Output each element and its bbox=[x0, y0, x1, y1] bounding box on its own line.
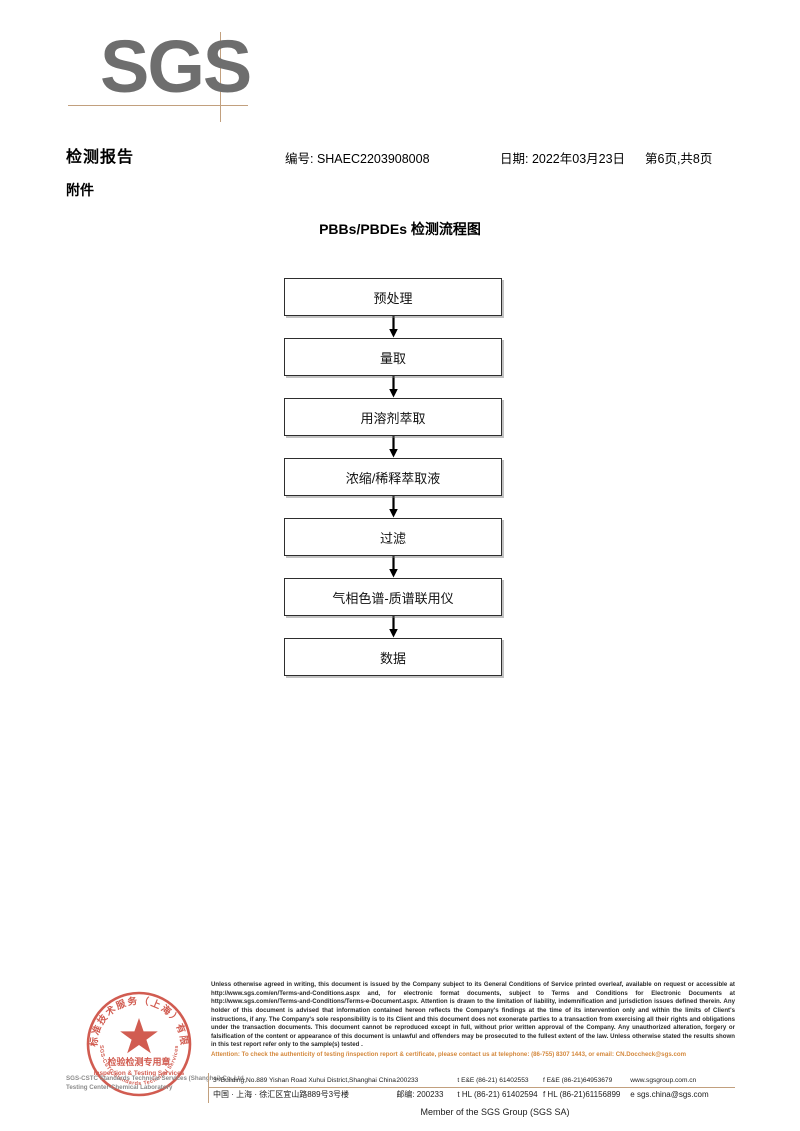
email-address[interactable]: e sgs.china@sgs.com bbox=[630, 1089, 709, 1099]
sgs-logo: SGS bbox=[68, 30, 280, 124]
address-divider-horizontal bbox=[208, 1087, 735, 1088]
flow-node: 数据 bbox=[284, 638, 502, 676]
logo-horizontal-rule bbox=[68, 105, 248, 106]
logo-vertical-rule bbox=[220, 32, 221, 122]
attention-notice: Attention: To check the authenticity of … bbox=[211, 1050, 687, 1058]
legal-disclaimer: Unless otherwise agreed in writing, this… bbox=[211, 981, 735, 1059]
address-cn: 中国 · 上海 · 徐汇区宜山路889号3号楼 bbox=[213, 1089, 350, 1099]
fax-hl: f HL (86-21)61156899 bbox=[542, 1089, 621, 1099]
zip-cn: 邮编: 200233 bbox=[396, 1089, 444, 1099]
zip-en: 200233 bbox=[396, 1077, 419, 1085]
svg-text:检验检测专用章: 检验检测专用章 bbox=[107, 1056, 170, 1068]
report-date: 日期: 2022年03月23日 bbox=[500, 152, 626, 166]
contact-row-en: 3ʳᵈBuilding,No.889 Yishan Road Xuhui Dis… bbox=[213, 1074, 735, 1088]
sgs-logo-text: SGS bbox=[100, 25, 252, 108]
company-watermark: SGS-CSTC Standards Technical Services (S… bbox=[66, 1074, 246, 1093]
telephone-hl: t HL (86-21) 61402594 bbox=[457, 1089, 538, 1099]
inspection-seal-stamp: 上海标准技术服务（上海）有限公司 SGS-CSTC Standards Tech… bbox=[83, 988, 195, 1100]
address-en: 3ʳᵈBuilding,No.889 Yishan Road Xuhui Dis… bbox=[213, 1077, 396, 1085]
flow-arrow-down-icon bbox=[284, 496, 502, 518]
report-number: 编号: SHAEC2203908008 bbox=[285, 152, 430, 166]
flow-node: 量取 bbox=[284, 338, 502, 376]
watermark-line-2: Testing Center-Chemical Laboratory bbox=[66, 1084, 173, 1092]
page-subtitle: 附件 bbox=[66, 182, 94, 198]
page-indicator: 第6页,共8页 bbox=[645, 152, 713, 166]
flow-arrow-down-icon bbox=[284, 436, 502, 458]
flowchart-title: PBBs/PBDEs 检测流程图 bbox=[319, 221, 481, 237]
flow-node: 过滤 bbox=[284, 518, 502, 556]
address-divider-vertical bbox=[208, 1073, 209, 1103]
svg-text:Inspection & Testing Services: Inspection & Testing Services bbox=[94, 1070, 185, 1077]
group-member-line: Member of the SGS Group (SGS SA) bbox=[0, 1107, 800, 1117]
contact-row-cn: 中国 · 上海 · 徐汇区宜山路889号3号楼 邮编: 200233 t HL … bbox=[213, 1088, 735, 1102]
fax-ee: f E&E (86-21)64953679 bbox=[542, 1077, 613, 1085]
flow-node: 浓缩/稀释萃取液 bbox=[284, 458, 502, 496]
page-title: 检测报告 bbox=[66, 149, 135, 166]
group-member-text: Member of the SGS Group (SGS SA) bbox=[420, 1107, 570, 1117]
telephone-ee: t E&E (86-21) 61402553 bbox=[457, 1077, 529, 1085]
flow-node: 气相色谱-质谱联用仪 bbox=[284, 578, 502, 616]
flow-arrow-down-icon bbox=[284, 556, 502, 578]
watermark-line-1: SGS-CSTC Standards Technical Services (S… bbox=[66, 1075, 246, 1082]
flow-arrow-down-icon bbox=[284, 376, 502, 398]
flow-node: 用溶剂萃取 bbox=[284, 398, 502, 436]
website[interactable]: www.sgsgroup.com.cn bbox=[630, 1077, 697, 1085]
flow-node: 预处理 bbox=[284, 278, 502, 316]
page-footer: Unless otherwise agreed in writing, this… bbox=[0, 975, 800, 1131]
flowchart: 预处理 量取 用溶剂萃取 浓缩/稀释萃取液 过滤 气相色谱-质谱联用仪 数据 bbox=[284, 278, 504, 676]
contact-block: 3ʳᵈBuilding,No.889 Yishan Road Xuhui Dis… bbox=[213, 1074, 735, 1102]
flow-arrow-down-icon bbox=[284, 316, 502, 338]
legal-body: Unless otherwise agreed in writing, this… bbox=[211, 981, 735, 1049]
flow-arrow-down-icon bbox=[284, 616, 502, 638]
